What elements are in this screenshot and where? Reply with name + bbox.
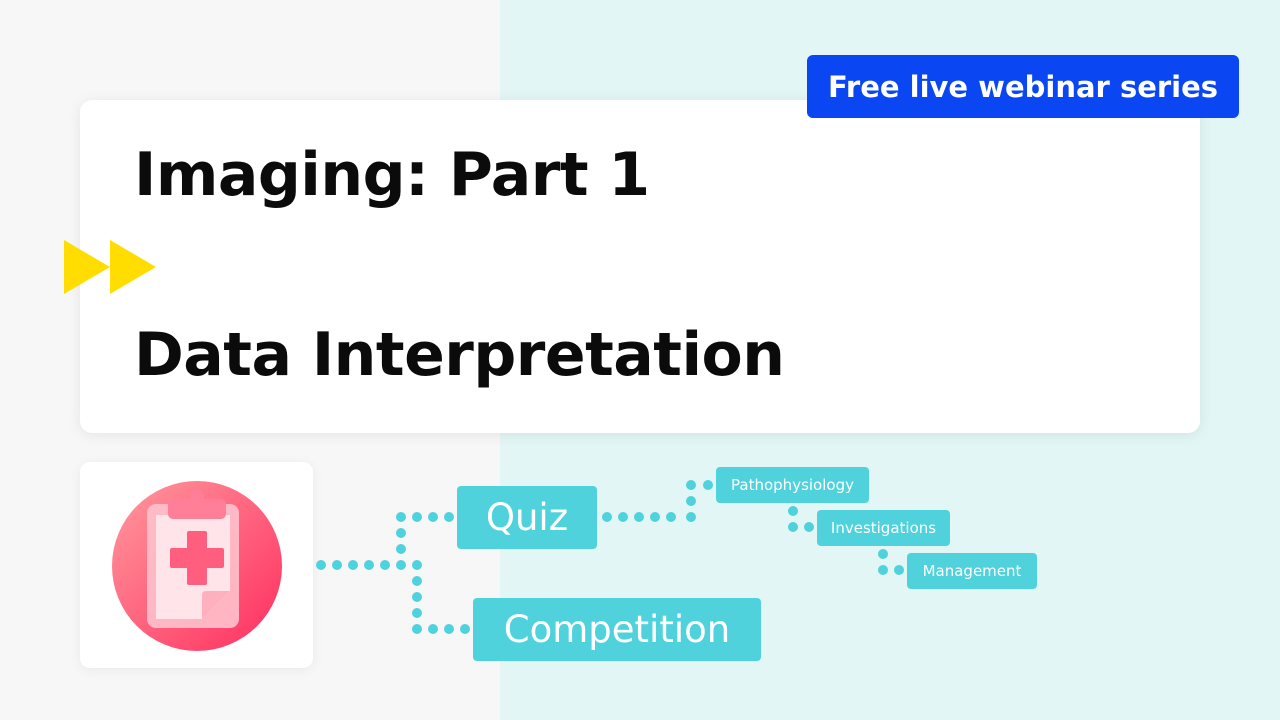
connector-dot bbox=[878, 549, 888, 559]
connector-dot bbox=[396, 512, 406, 522]
connector-dot bbox=[412, 576, 422, 586]
connector-dot bbox=[666, 512, 676, 522]
connector-dot bbox=[686, 480, 696, 490]
connector-dot bbox=[396, 544, 406, 554]
connector-dot bbox=[686, 496, 696, 506]
connector-dot bbox=[703, 480, 713, 490]
connector-dot bbox=[618, 512, 628, 522]
connector-dot bbox=[316, 560, 326, 570]
connector-dot bbox=[396, 528, 406, 538]
connector-dot bbox=[380, 560, 390, 570]
connector-dot bbox=[412, 608, 422, 618]
fast-forward-arrows-icon bbox=[64, 240, 156, 294]
connector-dot bbox=[804, 522, 814, 532]
connector-dot bbox=[412, 624, 422, 634]
connector-dot bbox=[444, 512, 454, 522]
connector-dot bbox=[412, 512, 422, 522]
webinar-series-badge: Free live webinar series bbox=[807, 55, 1239, 118]
quiz-label: Quiz bbox=[457, 486, 597, 549]
topic-management: Management bbox=[907, 553, 1037, 589]
topic-investigations: Investigations bbox=[817, 510, 950, 546]
connector-dot bbox=[602, 512, 612, 522]
connector-dot bbox=[444, 624, 454, 634]
topic-pathophysiology: Pathophysiology bbox=[716, 467, 869, 503]
connector-dot bbox=[428, 512, 438, 522]
connector-dot bbox=[396, 560, 406, 570]
title-line-1: Imaging: Part 1 bbox=[134, 140, 650, 210]
connector-dot bbox=[412, 592, 422, 602]
medical-clipboard-icon bbox=[112, 481, 282, 651]
title-line-2: Data Interpretation bbox=[134, 320, 785, 390]
connector-dot bbox=[364, 560, 374, 570]
connector-dot bbox=[788, 506, 798, 516]
connector-dot bbox=[894, 565, 904, 575]
icon-card bbox=[80, 462, 313, 668]
connector-dot bbox=[348, 560, 358, 570]
connector-dot bbox=[460, 624, 470, 634]
title-card bbox=[80, 100, 1200, 433]
connector-dot bbox=[332, 560, 342, 570]
connector-dot bbox=[412, 560, 422, 570]
connector-dot bbox=[686, 512, 696, 522]
connector-dot bbox=[878, 565, 888, 575]
connector-dot bbox=[634, 512, 644, 522]
connector-dot bbox=[428, 624, 438, 634]
competition-label: Competition bbox=[473, 598, 761, 661]
connector-dot bbox=[650, 512, 660, 522]
connector-dot bbox=[788, 522, 798, 532]
